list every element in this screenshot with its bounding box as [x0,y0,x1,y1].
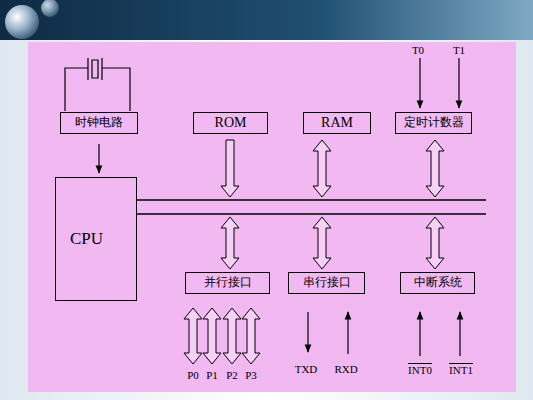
signal-name: P1 [206,369,218,381]
bus-arrow [426,217,444,269]
clock-box: 时钟电路 [60,112,138,134]
bus-arrow [221,140,239,197]
content-panel [28,42,516,392]
system-bus [137,200,486,214]
interface-box: 串行接口 [288,272,365,294]
memory-box: ROM [193,112,268,134]
bus-arrow [313,217,331,269]
box-label: 定时计数器 [404,116,464,129]
box-label: 时钟电路 [75,116,123,129]
signal-name: INT1 [449,364,473,376]
signal-name: TXD [295,363,318,375]
memory-box: RAM [303,112,371,134]
title-band [0,0,533,40]
box-label: RAM [321,115,353,130]
bus-arrow [223,308,241,364]
box-label: 并行接口 [204,276,252,289]
box-label: 中断系统 [414,276,462,289]
signal-name: RXD [334,363,357,375]
bus-arrow [184,308,202,364]
interrupt-box: 中断系统 [400,272,475,294]
sphere-icon [5,5,39,39]
timer-box: 定时计数器 [395,112,472,134]
bus-arrow-group [184,140,444,364]
signal-name: INT0 [408,364,432,376]
box-label: 串行接口 [303,276,351,289]
signal-name: T0 [412,44,424,56]
signal-arrow [308,58,460,356]
connector-arrow [98,144,99,173]
sphere-icon [41,0,59,17]
signal-name: T1 [453,44,465,56]
bus-arrow [242,308,260,364]
crystal-symbol [65,58,130,111]
bus-arrow [221,217,239,269]
box-label: CPU [70,230,103,249]
cpu-box: CPU [55,177,137,301]
bus-arrow [426,140,444,197]
bus-arrow [313,140,331,197]
interface-box: 并行接口 [185,272,270,294]
box-label: ROM [215,115,247,130]
signal-name: P3 [245,369,257,381]
signal-name: P0 [187,369,199,381]
signal-name: P2 [226,369,238,381]
bus-arrow [203,308,221,364]
